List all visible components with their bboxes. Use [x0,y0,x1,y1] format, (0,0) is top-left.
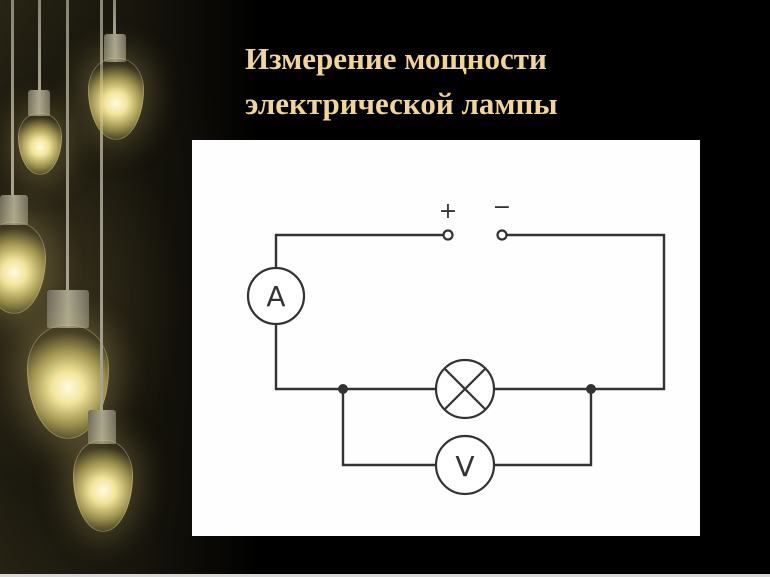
bulb-wire [11,0,14,200]
slide-title: Измерение мощности электрической лампы [245,36,745,126]
bulb-wire [66,0,69,290]
wire-voltmeter-left [341,389,436,467]
bulb-socket [47,290,89,328]
bottom-border [0,574,770,577]
wire-top-right [506,233,666,391]
wire-left [274,324,343,391]
bulb-socket [28,90,50,116]
ammeter-label: A [266,280,285,313]
bulb-socket [104,34,126,62]
light-bulb-icon [73,440,133,532]
negative-terminal [496,229,508,241]
circuit-diagram: + − A V [246,195,666,496]
plus-label: + [439,199,457,224]
voltmeter-label: V [455,450,474,483]
bulb-socket [0,195,28,225]
lamp-icon [434,358,496,420]
circuit-diagram-panel: + − A V [192,140,700,536]
bulb-wire [38,0,41,92]
junction-right [586,384,596,394]
title-line-2: электрической лампы [245,86,558,121]
light-bulb-icon [88,58,144,140]
wire-top-left [274,233,444,268]
bulb-socket [88,410,116,444]
voltmeter-icon [434,434,496,496]
light-bulb-icon [18,113,62,175]
positive-terminal [442,229,454,241]
bulb-wire [113,0,116,36]
junction-left [338,384,348,394]
ammeter-icon [246,266,306,326]
bulb-wire [100,0,103,410]
wire-voltmeter-right [494,389,593,467]
minus-label: − [493,195,511,220]
title-line-1: Измерение мощности [245,41,547,76]
